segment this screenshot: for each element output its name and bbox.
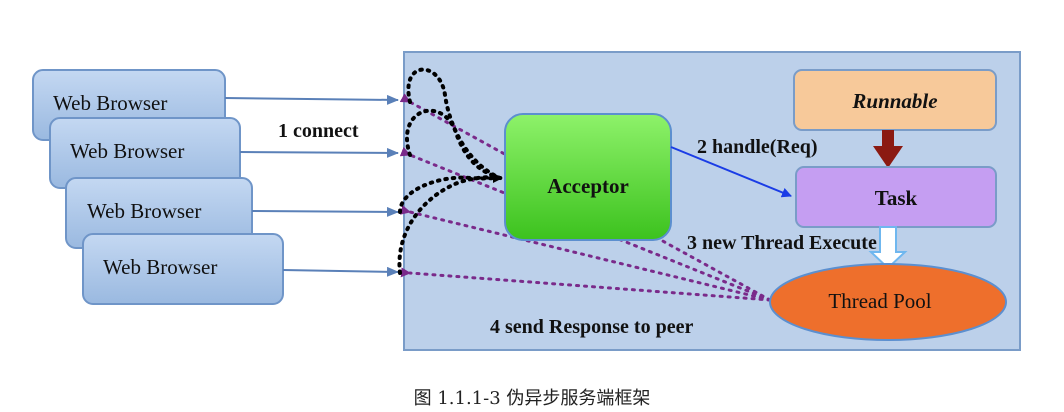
step-thread-execute-label: 3 new Thread Execute <box>687 232 877 254</box>
figure-caption: 图 1.1.1-3 伪异步服务端框架 <box>413 388 651 409</box>
step-handle-label: 2 handle(Req) <box>697 136 818 158</box>
task-to-pool-arrow <box>868 226 908 270</box>
browser-label: Web Browser <box>70 139 184 163</box>
handle-arrow <box>670 146 792 198</box>
thread-pool: Thread Pool <box>769 263 1007 341</box>
runnable-label: Runnable <box>851 89 937 113</box>
browser-label: Web Browser <box>103 255 217 279</box>
step-connect-label: 1 connect <box>278 120 359 142</box>
browser-4: Web Browser <box>82 233 284 305</box>
browser-label: Web Browser <box>87 199 201 223</box>
browser-3: Web Browser <box>65 177 253 249</box>
acceptor-box: Acceptor <box>504 113 672 241</box>
acceptor-label: Acceptor <box>547 174 629 198</box>
task-label: Task <box>875 186 918 210</box>
thread-pool-label: Thread Pool <box>828 289 931 313</box>
browser-label: Web Browser <box>53 91 167 115</box>
task-box: Task <box>795 166 997 228</box>
runnable-to-task-arrow <box>873 130 903 168</box>
step-send-response-label: 4 send Response to peer <box>490 316 693 338</box>
connect-arrows <box>224 94 399 277</box>
runnable-box: Runnable <box>793 69 997 131</box>
